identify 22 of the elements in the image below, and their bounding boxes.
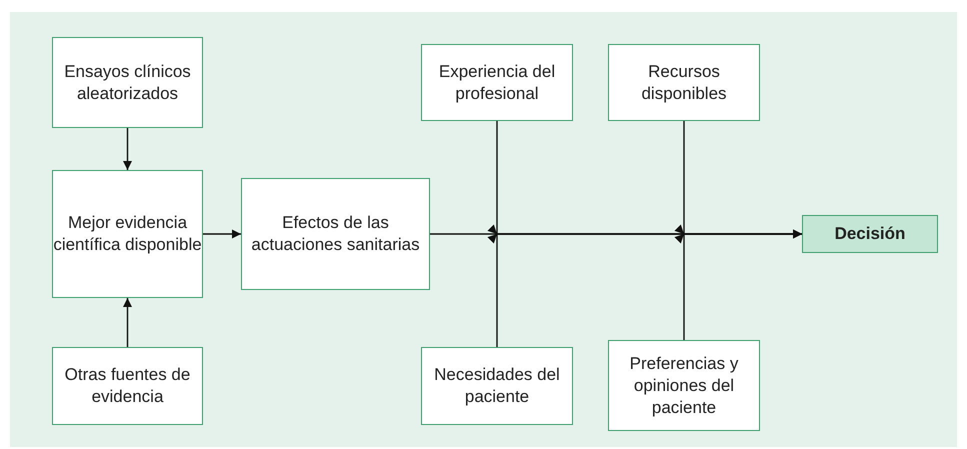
box-label: Recursos disponibles (640, 60, 728, 104)
process-box (52, 37, 203, 128)
process-box (608, 340, 760, 431)
arrow (123, 128, 132, 170)
process-box (608, 44, 760, 121)
box-label: Preferencias y opiniones del paciente (628, 352, 740, 418)
process-box (421, 44, 573, 121)
box-label: Necesidades del paciente (433, 364, 561, 408)
arrow (203, 230, 241, 238)
box-label: Mejor evidencia científica disponible (53, 212, 202, 256)
box-label: Otras fuentes de evidencia (64, 364, 192, 408)
box-label: Decisión (834, 223, 906, 245)
box-label: Efectos de las actuaciones sanitarias (250, 212, 421, 256)
box-label: Ensayos clínicos aleatorizados (63, 60, 192, 104)
process-box (421, 347, 573, 425)
process-box (52, 170, 203, 298)
arrow (123, 298, 132, 347)
arrow (674, 230, 802, 340)
process-box (52, 347, 203, 425)
decision-box (802, 215, 938, 253)
process-box (241, 178, 430, 290)
box-label: Experiencia del profesional (438, 60, 556, 104)
